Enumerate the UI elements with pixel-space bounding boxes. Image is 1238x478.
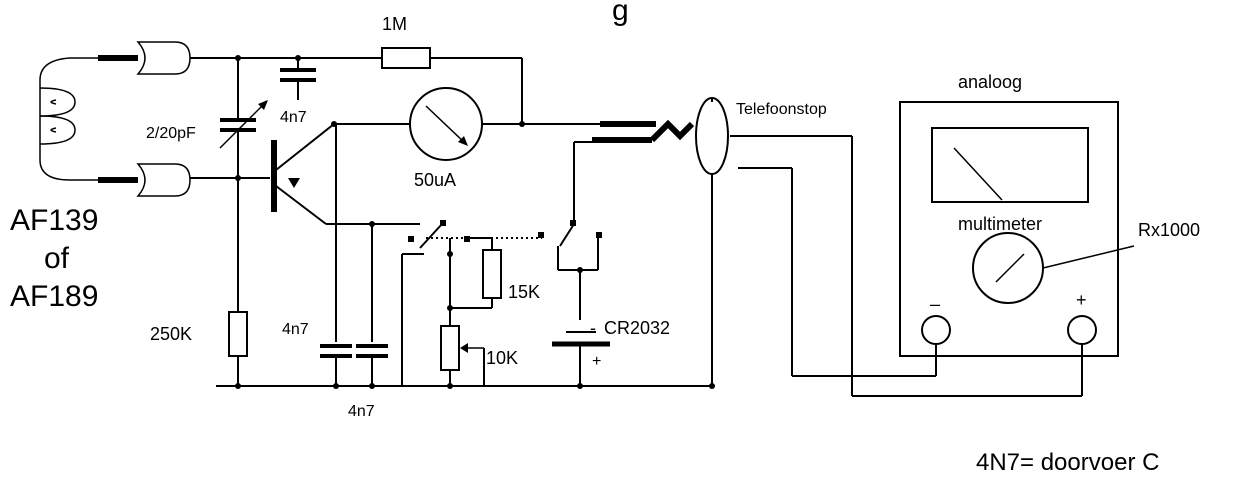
meter-50ua <box>409 87 483 161</box>
coil <box>39 55 138 183</box>
transistor-label-line3: AF189 <box>10 280 98 313</box>
label-4n7-bottom: 4n7 <box>348 403 375 420</box>
resistor-15k <box>450 249 502 309</box>
label-telefoonstop: Telefoonstop <box>736 101 827 118</box>
potentiometer-10k <box>440 325 485 386</box>
collector-wiring <box>334 123 600 342</box>
label-10k: 10K <box>486 348 518 368</box>
capacitor-4n7-left <box>320 344 352 386</box>
label-trimmer: 2/20pF <box>146 125 196 142</box>
battery-cr2032 <box>552 331 610 386</box>
label-multimeter: multimeter <box>958 214 1042 234</box>
label-4n7-top: 4n7 <box>280 109 307 126</box>
transistor-label-line1: AF139 <box>10 204 98 237</box>
trimmer-capacitor <box>219 58 268 312</box>
battery-minus: - <box>590 318 596 338</box>
label-rx1000: Rx1000 <box>1138 220 1200 240</box>
capacitor-4n7-right <box>356 344 388 386</box>
label-15k: 15K <box>508 282 540 302</box>
transistor-label-line2: of <box>44 242 70 275</box>
label-50ua: 50uA <box>414 170 456 190</box>
meter-leads <box>730 135 1083 397</box>
multimeter-plus: + <box>1076 290 1087 310</box>
battery-plus: + <box>592 353 601 370</box>
label-1m: 1M <box>382 14 407 34</box>
junction-dots <box>235 55 715 389</box>
resistor-1m <box>381 47 431 69</box>
multimeter-minus: – <box>930 294 940 314</box>
capacitor-4n7-top <box>280 58 316 100</box>
footnote: 4N7= doorvoer C <box>976 449 1159 476</box>
partial-title-text: g <box>612 0 629 27</box>
phone-plug <box>592 97 729 386</box>
label-250k: 250K <box>150 324 192 344</box>
multimeter <box>899 101 1135 357</box>
transistor <box>271 123 335 225</box>
emitter-wiring <box>326 223 420 342</box>
input-connectors <box>136 41 191 197</box>
switch-right <box>538 141 602 320</box>
label-analoog: analoog <box>958 72 1022 92</box>
label-cr2032: CR2032 <box>604 318 670 338</box>
resistor-250k <box>228 311 248 386</box>
label-4n7-left: 4n7 <box>282 321 309 338</box>
top-wiring <box>190 57 523 179</box>
